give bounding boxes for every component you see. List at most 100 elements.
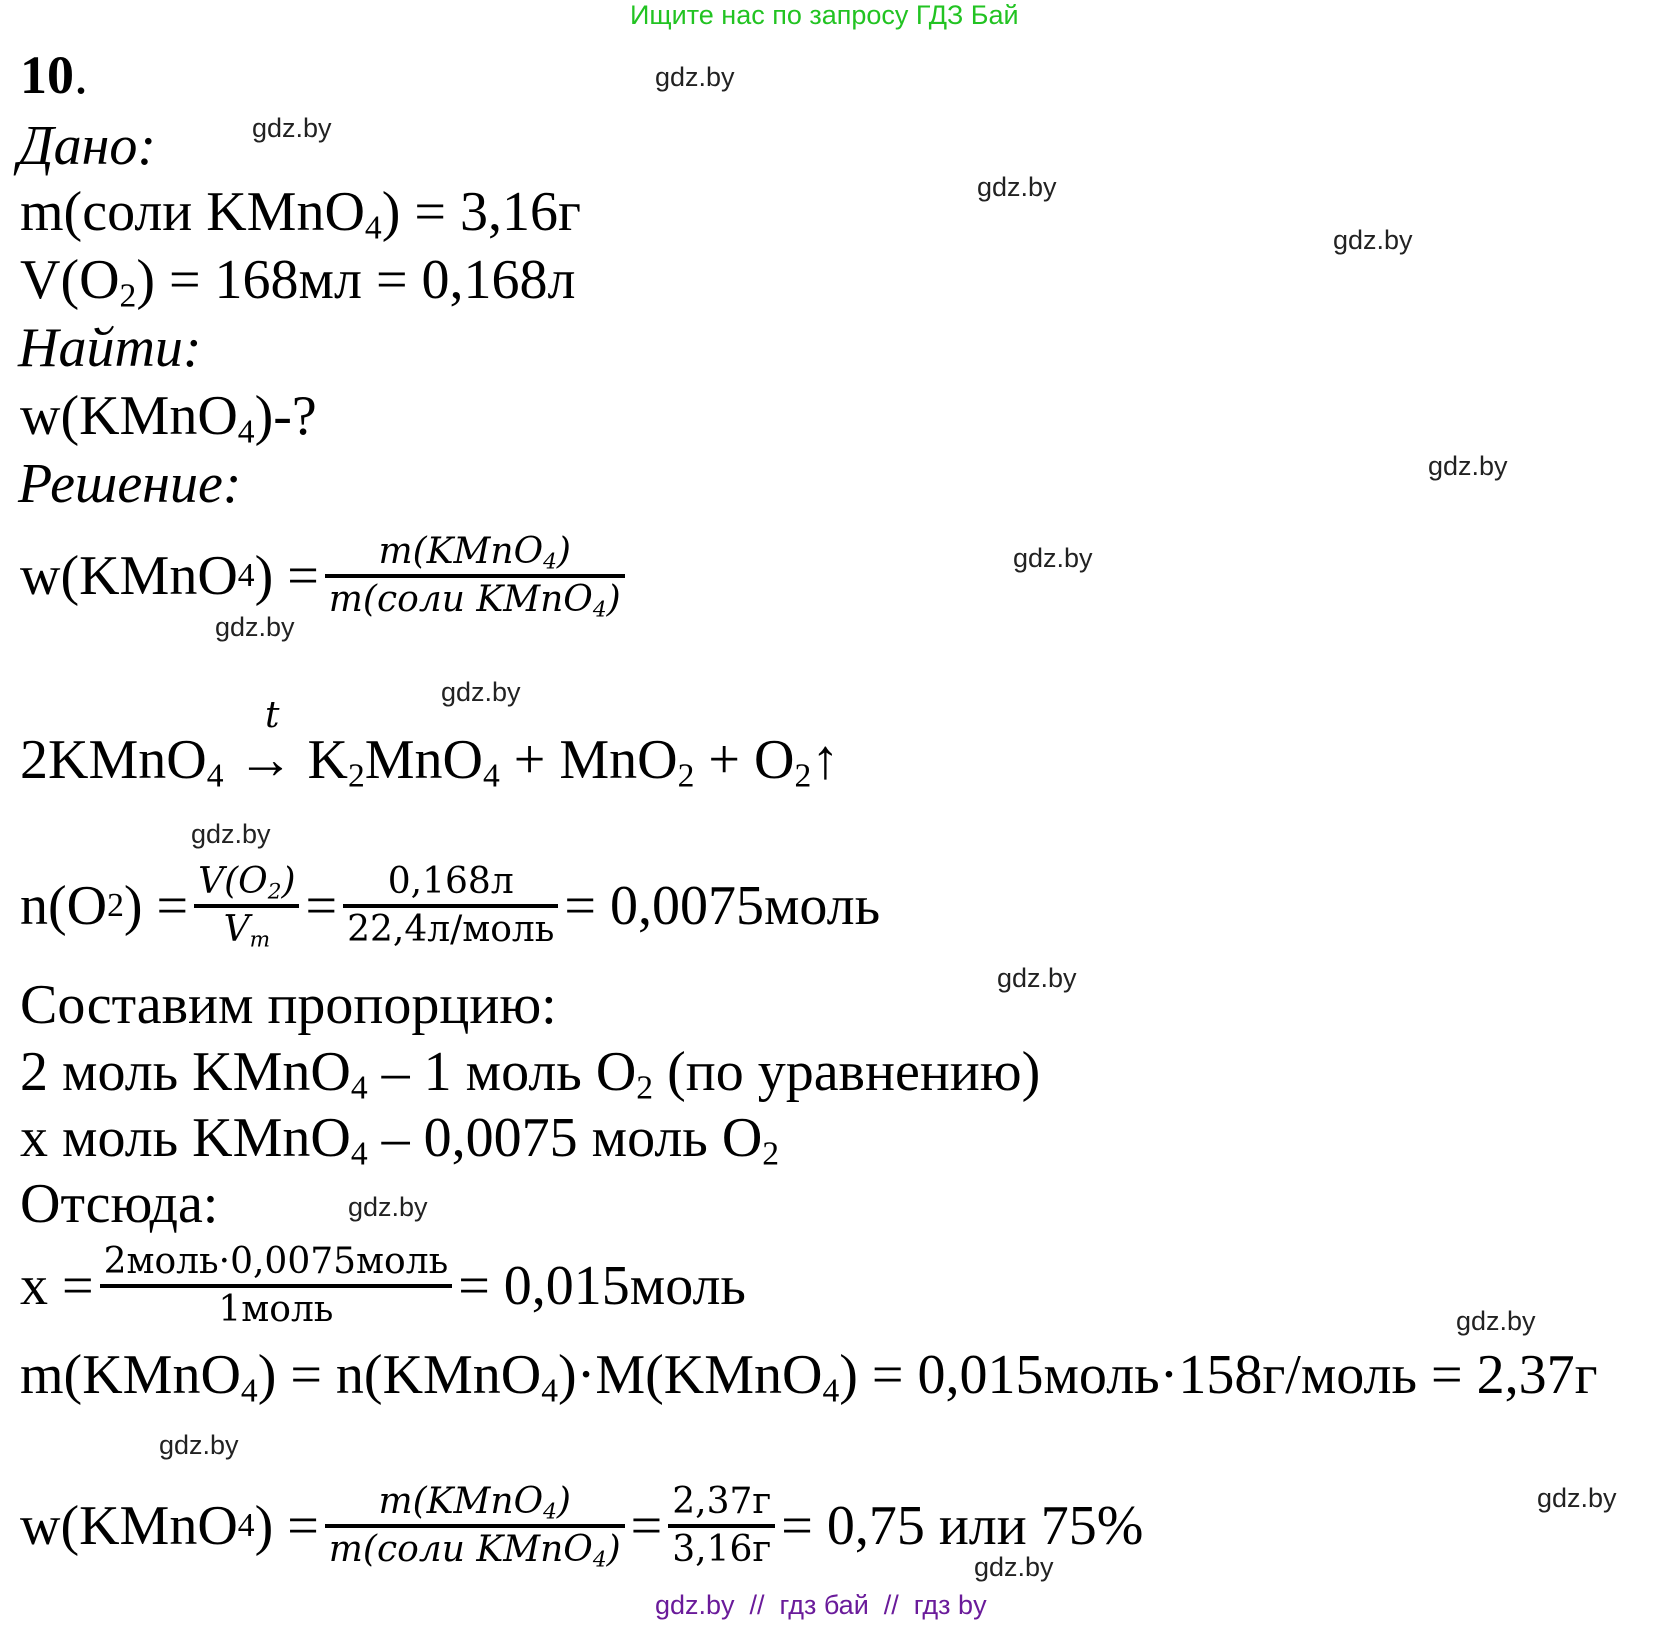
text: +: [513, 729, 546, 791]
watermark: gdz.by: [1428, 451, 1508, 481]
final-answer-formula: w(KMnO 4 ) = m(KMnO4) m(соли KMnO4) = 2,37…: [20, 1480, 1144, 1573]
watermark: gdz.by: [191, 819, 271, 849]
fraction-numerator: 2,37г: [672, 1481, 772, 1522]
fraction-numerator: m(KMnO4): [374, 1480, 574, 1524]
footer-links: gdz.by // гдз бай // гдз by: [655, 1590, 987, 1620]
text: ) =: [254, 1495, 319, 1557]
watermark: gdz.by: [997, 963, 1077, 993]
fraction: V(O2) Vm: [194, 860, 300, 952]
fraction-denominator: 22,4л/моль: [347, 909, 555, 950]
text: w(KMnO: [20, 1495, 238, 1557]
subscript: 4: [541, 1372, 559, 1410]
subscript: 2: [794, 757, 812, 795]
text: m(соли KMnO: [328, 579, 593, 620]
watermark: gdz.by: [441, 677, 521, 707]
text: )·M(KMnO: [558, 1344, 823, 1406]
proportion-line-1: 2 моль KMnO4 – 1 моль O2 (по уравнению): [20, 1041, 1041, 1105]
text: x =: [20, 1255, 94, 1317]
fraction-numerator: 2моль·0,0075моль: [103, 1241, 449, 1282]
text: w(KMnO: [20, 545, 238, 607]
watermark: gdz.by: [655, 62, 735, 92]
fraction-denominator: 1моль: [218, 1289, 334, 1330]
problem-number: 10.: [20, 45, 88, 105]
text: ): [281, 861, 296, 902]
fraction: 2,37г 3,16г: [668, 1480, 776, 1572]
text: ) =: [123, 875, 189, 937]
fraction: 2моль·0,0075моль 1моль: [99, 1240, 453, 1332]
subscript: 4: [592, 1547, 607, 1573]
text: =: [630, 1495, 663, 1557]
fraction-bar: [668, 1524, 776, 1528]
text: ): [556, 531, 571, 572]
subscript: 4: [592, 597, 607, 623]
fraction-numerator: 0,168л: [387, 861, 514, 902]
watermark: gdz.by: [215, 612, 295, 642]
find-heading: Найти:: [18, 317, 202, 379]
subscript: 4: [543, 549, 557, 575]
subscript: 4: [350, 1069, 368, 1107]
subscript: 2: [347, 757, 365, 795]
given-line-volume: V(O2) = 168мл = 0,168л: [20, 249, 576, 313]
gas-arrow-icon: ↑: [811, 729, 840, 791]
text: ): [606, 579, 621, 620]
fraction-numerator: V(O2): [194, 860, 299, 904]
problem-number-dot: .: [74, 44, 88, 106]
subscript: 2: [636, 1069, 654, 1107]
text: m(KMnO: [20, 1344, 241, 1406]
find-line: w(KMnO4)-?: [20, 385, 317, 449]
text: ) = 168мл = 0,168л: [136, 249, 576, 311]
text: V(O: [198, 861, 268, 902]
arrow-icon: →: [237, 729, 294, 791]
text: (по уравнению): [653, 1041, 1041, 1103]
watermark: gdz.by: [1013, 543, 1093, 573]
given-line-mass: m(соли KMnO4) = 3,16г: [20, 181, 581, 245]
fraction-bar: [343, 904, 559, 908]
solution-heading: Решение:: [18, 453, 242, 515]
fraction-bar: [194, 904, 300, 908]
text: ): [556, 1481, 571, 1522]
text: – 0,0075 моль O: [367, 1107, 763, 1169]
text: MnO: [559, 729, 678, 791]
text: ) = 3,16г: [381, 181, 581, 243]
watermark: gdz.by: [159, 1430, 239, 1460]
reaction-equation: 2KMnO4 → K2MnO4 + MnO2 + O2↑: [20, 729, 840, 793]
text: MnO: [364, 729, 483, 791]
text: m(KMnO: [378, 531, 544, 572]
proportion-line-2: x моль KMnO4 – 0,0075 моль O2: [20, 1107, 779, 1171]
watermark: gdz.by: [1537, 1483, 1617, 1513]
text: m(соли KMnO: [328, 1529, 593, 1570]
search-banner: Ищите нас по запросу ГДЗ Бай: [630, 0, 1019, 30]
fraction-bar: [324, 574, 625, 578]
text: 2 моль KMnO: [20, 1041, 351, 1103]
subscript: m: [249, 927, 271, 953]
text: ) = n(KMnO: [257, 1344, 542, 1406]
text: x моль KMnO: [20, 1107, 351, 1169]
text: n(O: [20, 875, 108, 937]
proportion-heading: Составим пропорцию:: [20, 974, 557, 1036]
fraction-numerator: m(KMnO4): [374, 530, 574, 574]
text: V: [223, 909, 250, 950]
text: ) =: [254, 545, 319, 607]
subscript: 2: [677, 757, 695, 795]
fraction-denominator: m(соли KMnO4): [325, 578, 625, 622]
subscript: 4: [206, 757, 224, 795]
text: )-?: [254, 385, 317, 447]
watermark: gdz.by: [348, 1192, 428, 1222]
watermark: gdz.by: [974, 1552, 1054, 1582]
hence-label: Отсюда:: [20, 1173, 219, 1235]
text: – 1 моль O: [367, 1041, 637, 1103]
x-calculation: x = 2моль·0,0075моль 1моль = 0,015моль: [20, 1240, 746, 1332]
text: = 0,015моль: [458, 1255, 746, 1317]
fraction-denominator: Vm: [220, 908, 274, 952]
fraction-denominator: m(соли KMnO4): [325, 1528, 625, 1572]
fraction-bar: [99, 1284, 453, 1288]
text: = 0,0075моль: [564, 875, 881, 937]
subscript: 4: [240, 1372, 258, 1410]
subscript: 2: [267, 879, 282, 905]
watermark: gdz.by: [1333, 225, 1413, 255]
text: 2KMnO: [20, 729, 207, 791]
watermark: gdz.by: [977, 172, 1057, 202]
subscript: 4: [364, 209, 382, 247]
mass-calculation: m(KMnO4) = n(KMnO4)·M(KMnO4) = 0,015моль…: [20, 1344, 1598, 1408]
